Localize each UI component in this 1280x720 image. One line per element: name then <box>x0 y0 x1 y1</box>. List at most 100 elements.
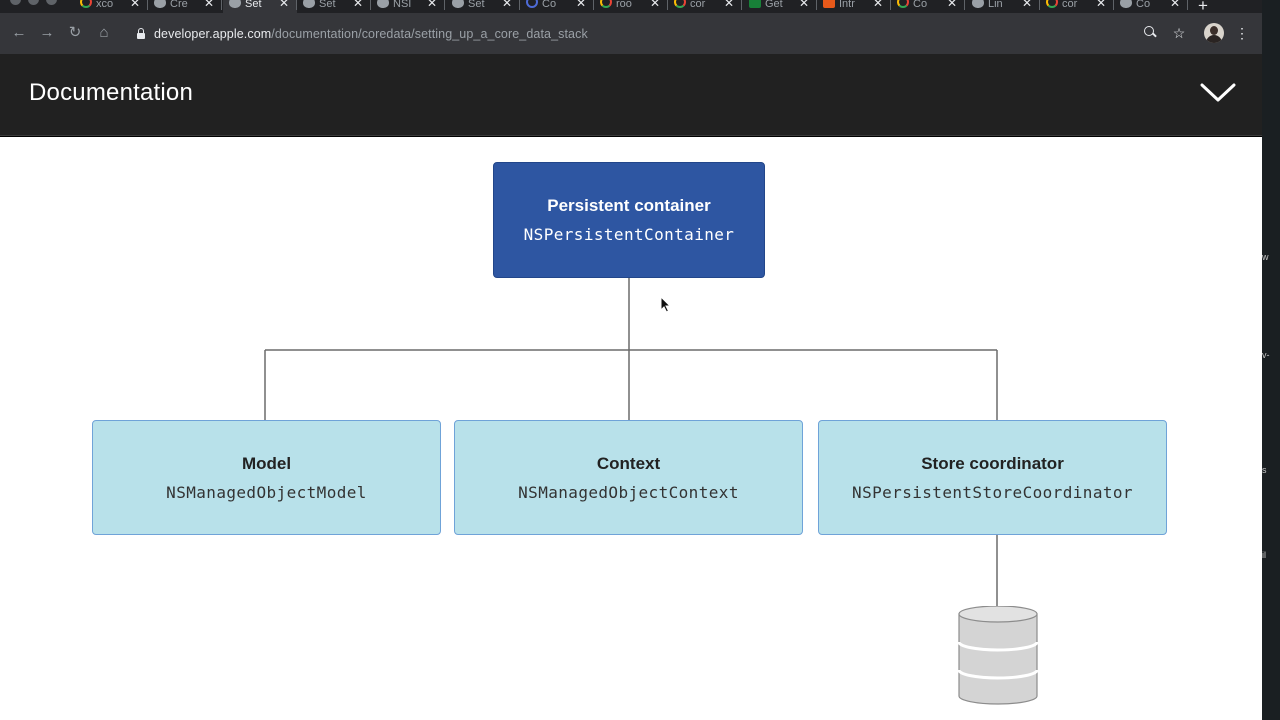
tab-separator <box>964 0 965 10</box>
zoom-icon[interactable] <box>1142 25 1158 41</box>
browser-tab[interactable]: Co ✕ <box>891 0 965 13</box>
desktop-fragment: il <box>1262 550 1266 560</box>
profile-avatar[interactable] <box>1204 23 1224 43</box>
mouse-cursor-icon <box>660 296 672 313</box>
box-title: Model <box>241 453 292 473</box>
window-controls <box>10 0 57 5</box>
browser-tab[interactable]: roo ✕ <box>594 0 668 13</box>
browser-tab[interactable]: Lin ✕ <box>966 0 1040 13</box>
apple-favicon-icon <box>229 0 241 8</box>
tab-title: Get <box>765 0 783 9</box>
google-favicon-icon <box>600 0 612 8</box>
browser-tab[interactable]: NSI ✕ <box>371 0 445 13</box>
tab-separator <box>444 0 445 10</box>
tab-title: Co <box>542 0 557 9</box>
browser-tab[interactable]: Intr✕ <box>817 0 891 13</box>
ring-favicon-icon <box>526 0 538 8</box>
address-bar[interactable]: developer.apple.com/documentation/coreda… <box>128 21 1200 46</box>
back-icon[interactable]: ← <box>11 24 27 41</box>
apple-favicon-icon <box>1120 0 1132 8</box>
google-favicon-icon <box>674 0 686 8</box>
browser-tab[interactable]: cor✕ <box>668 0 742 13</box>
tab-separator <box>890 0 891 10</box>
browser-tab[interactable]: Co✕ <box>1114 0 1188 13</box>
apple-favicon-icon <box>452 0 464 8</box>
tab-close-icon[interactable]: ✕ <box>129 0 140 10</box>
context-box: Context NSManagedObjectContext <box>454 420 803 535</box>
url-text[interactable]: developer.apple.com/documentation/coreda… <box>154 27 588 41</box>
close-window-button[interactable] <box>10 0 21 5</box>
tab-close-icon[interactable]: ✕ <box>1095 0 1106 10</box>
box-class: NSPersistentContainer <box>523 225 735 244</box>
box-class: NSManagedObjectModel <box>166 482 367 502</box>
browser-tab[interactable]: Set ✕ <box>297 0 371 13</box>
box-title: Persistent container <box>547 196 711 215</box>
reload-icon[interactable]: ↻ <box>68 24 82 41</box>
database-icon <box>958 606 1038 705</box>
browser-tab[interactable]: Cre ✕ <box>148 0 222 13</box>
apple-favicon-icon <box>154 0 166 8</box>
new-tab-button[interactable]: + <box>1198 0 1208 13</box>
tab-close-icon[interactable]: ✕ <box>1021 0 1032 10</box>
google-favicon-icon <box>1046 0 1058 8</box>
tab-close-icon[interactable]: ✕ <box>575 0 586 10</box>
google-favicon-icon <box>80 0 92 8</box>
apple-favicon-icon <box>972 0 984 8</box>
browser-tab[interactable]: Get ✕ <box>743 0 817 13</box>
tab-close-icon[interactable]: ✕ <box>1169 0 1180 10</box>
tab-close-icon[interactable]: ✕ <box>352 0 363 10</box>
lock-icon[interactable] <box>137 27 145 39</box>
url-host: developer.apple.com <box>154 26 272 41</box>
tab-title: Set <box>245 0 262 9</box>
tab-close-icon[interactable]: ✕ <box>501 0 512 10</box>
tab-title: cor <box>1062 0 1078 9</box>
tab-title: Lin <box>988 0 1003 9</box>
tab-close-icon[interactable]: ✕ <box>426 0 437 10</box>
tab-title: roo <box>616 0 632 9</box>
tab-title: Co <box>913 0 928 9</box>
bookmark-star-icon[interactable]: ☆ <box>1172 25 1186 41</box>
forward-icon[interactable]: → <box>39 24 55 41</box>
store-coordinator-box: Store coordinator NSPersistentStoreCoord… <box>818 420 1167 535</box>
persistent-container-box: Persistent container NSPersistentContain… <box>493 162 765 278</box>
tab-close-icon[interactable]: ✕ <box>278 0 289 10</box>
tab-close-icon[interactable]: ✕ <box>203 0 214 10</box>
a-favicon-icon <box>823 0 835 8</box>
tab-separator <box>1187 0 1188 10</box>
box-title: Context <box>596 453 661 473</box>
page-title: Documentation <box>29 79 194 106</box>
tab-separator <box>816 0 817 10</box>
tab-strip: xco✕Cre✕Set✕Set✕NSI✕Set✕Co✕roo✕cor✕Get✕I… <box>0 0 1262 13</box>
tab-close-icon[interactable]: ✕ <box>872 0 883 10</box>
tab-close-icon[interactable]: ✕ <box>723 0 734 10</box>
browser-tab[interactable]: Set ✕ <box>223 0 297 13</box>
model-box: Model NSManagedObjectModel <box>92 420 441 535</box>
documentation-header: Documentation <box>0 54 1262 136</box>
tab-close-icon[interactable]: ✕ <box>946 0 957 10</box>
tab-separator <box>1039 0 1040 10</box>
desktop-fragment: v- <box>1262 350 1270 360</box>
maximize-window-button[interactable] <box>46 0 57 5</box>
tab-separator <box>296 0 297 10</box>
browser-tab[interactable]: Co ✕ <box>520 0 594 13</box>
box-title: Store coordinator <box>921 453 1064 473</box>
tab-title: xco <box>96 0 114 9</box>
tab-close-icon[interactable]: ✕ <box>798 0 809 10</box>
minimize-window-button[interactable] <box>28 0 39 5</box>
chevron-down-icon[interactable] <box>1200 82 1236 104</box>
tab-separator <box>147 0 148 10</box>
tab-close-icon[interactable]: ✕ <box>649 0 660 10</box>
browser-tab[interactable]: cor ✕ <box>1040 0 1114 13</box>
browser-toolbar: ← → ↻ ⌂ developer.apple.com/documentatio… <box>0 13 1262 54</box>
tab-title: Cre <box>170 0 188 9</box>
browser-tab[interactable]: xco ✕ <box>74 0 148 13</box>
tab-title: Set <box>319 0 336 9</box>
home-icon[interactable]: ⌂ <box>99 24 109 41</box>
tab-title: NSI <box>393 0 412 9</box>
desktop-fragment: s <box>1262 465 1267 475</box>
apple-favicon-icon <box>377 0 389 8</box>
browser-tab[interactable]: Set✕ <box>446 0 520 13</box>
menu-kebab-icon[interactable]: ⋮ <box>1235 25 1249 41</box>
